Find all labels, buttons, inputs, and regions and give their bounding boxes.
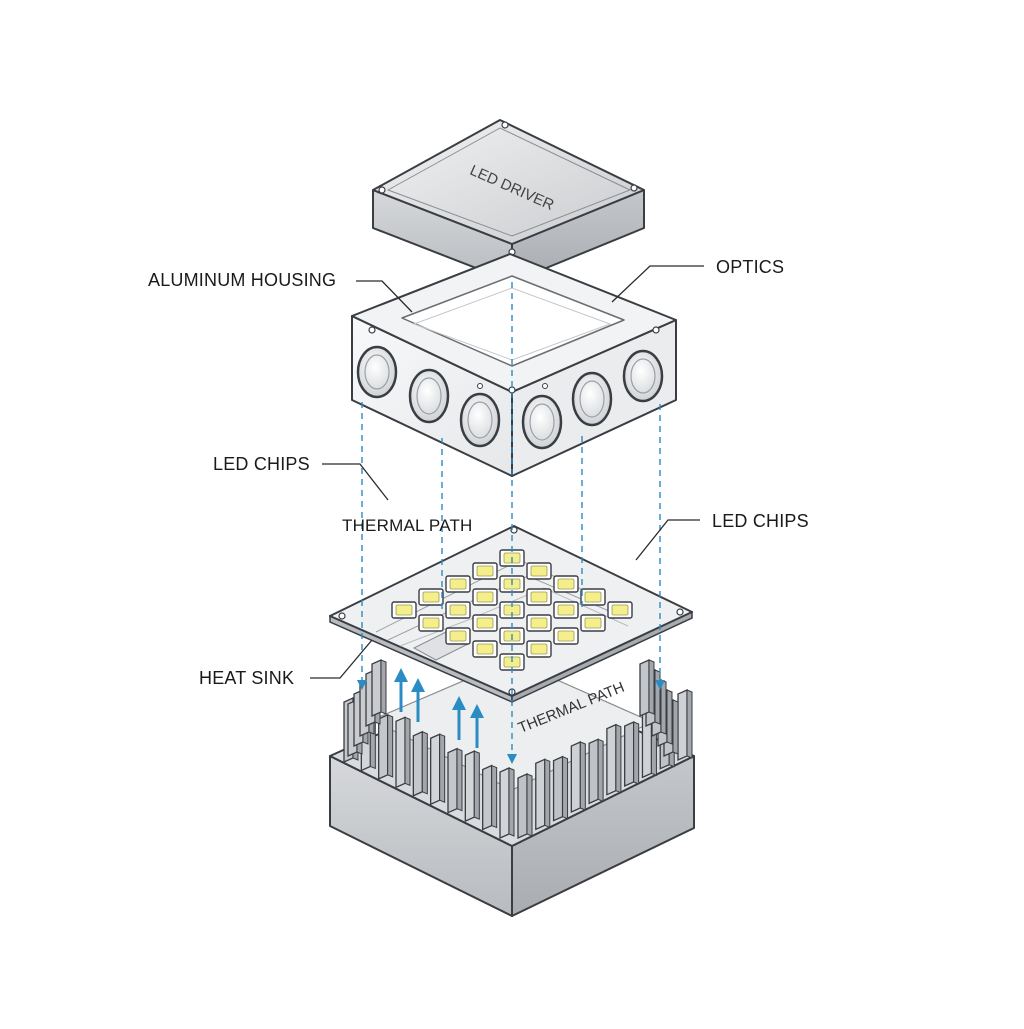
led-chip	[418, 588, 444, 606]
led-driver-box: LED DRIVER	[372, 119, 645, 283]
lens	[571, 371, 613, 427]
leader-lines	[310, 265, 704, 679]
guide-arrowheads	[357, 680, 665, 764]
heat-sink-fin	[378, 713, 394, 780]
heat-sink-fin	[624, 720, 640, 788]
arrow-up-icon	[470, 704, 484, 748]
heat-sink-fin	[464, 750, 480, 823]
led-chip	[553, 601, 579, 619]
led-chip	[580, 614, 606, 632]
label-led-chips-left: LED CHIPS	[213, 454, 310, 474]
heat-sink-fin	[499, 766, 515, 840]
led-chip	[526, 588, 552, 606]
heat-sink-fin	[371, 658, 387, 718]
led-chip	[391, 601, 417, 619]
heat-sink-fin	[412, 730, 428, 797]
led-chip	[580, 588, 606, 606]
label-led-chips-right: LED CHIPS	[712, 511, 809, 531]
heat-sink-fin	[570, 740, 586, 814]
led-chip	[526, 640, 552, 658]
led-chip	[526, 614, 552, 632]
arrow-up-icon	[452, 696, 466, 740]
heat-sink-fin	[677, 688, 693, 762]
arrow-up-icon	[394, 668, 408, 712]
label-thermal-path: THERMAL PATH	[342, 516, 473, 535]
led-chip	[607, 601, 633, 619]
label-aluminum-housing: ALUMINUM HOUSING	[148, 270, 337, 290]
led-chip	[472, 588, 498, 606]
heat-sink-fin	[552, 755, 569, 822]
heat-sink-fin	[535, 758, 551, 831]
lens	[521, 394, 563, 450]
led-chip	[553, 627, 579, 645]
led-chip	[445, 601, 471, 619]
alignment-guides	[361, 282, 661, 758]
lens	[356, 345, 398, 399]
heat-sink-fin	[430, 733, 446, 806]
lens	[622, 349, 664, 403]
led-chip	[526, 562, 552, 580]
heat-sink-fin	[639, 658, 655, 718]
heat-sink-fin	[447, 747, 463, 814]
label-heat-sink: HEAT SINK	[199, 668, 295, 688]
lens	[459, 392, 501, 448]
heat-sink-fin	[606, 723, 622, 796]
arrow-up-icon	[411, 678, 425, 722]
led-chip	[472, 562, 498, 580]
label-optics: OPTICS	[716, 257, 785, 277]
led-chip	[418, 614, 444, 632]
heat-sink: THERMAL PATH	[329, 658, 695, 917]
optics-lenses	[356, 345, 664, 450]
lens	[408, 368, 450, 424]
led-chip	[553, 575, 579, 593]
led-chip	[445, 575, 471, 593]
led-chip	[472, 614, 498, 632]
heat-sink-fin	[395, 716, 411, 789]
heat-sink-fin	[588, 738, 604, 805]
led-chip	[445, 627, 471, 645]
led-chip	[472, 640, 498, 658]
heat-sink-fin	[482, 764, 498, 831]
thermal-arrows	[394, 668, 484, 748]
heat-sink-fin	[517, 772, 533, 840]
heat-sink-fins	[343, 658, 693, 840]
